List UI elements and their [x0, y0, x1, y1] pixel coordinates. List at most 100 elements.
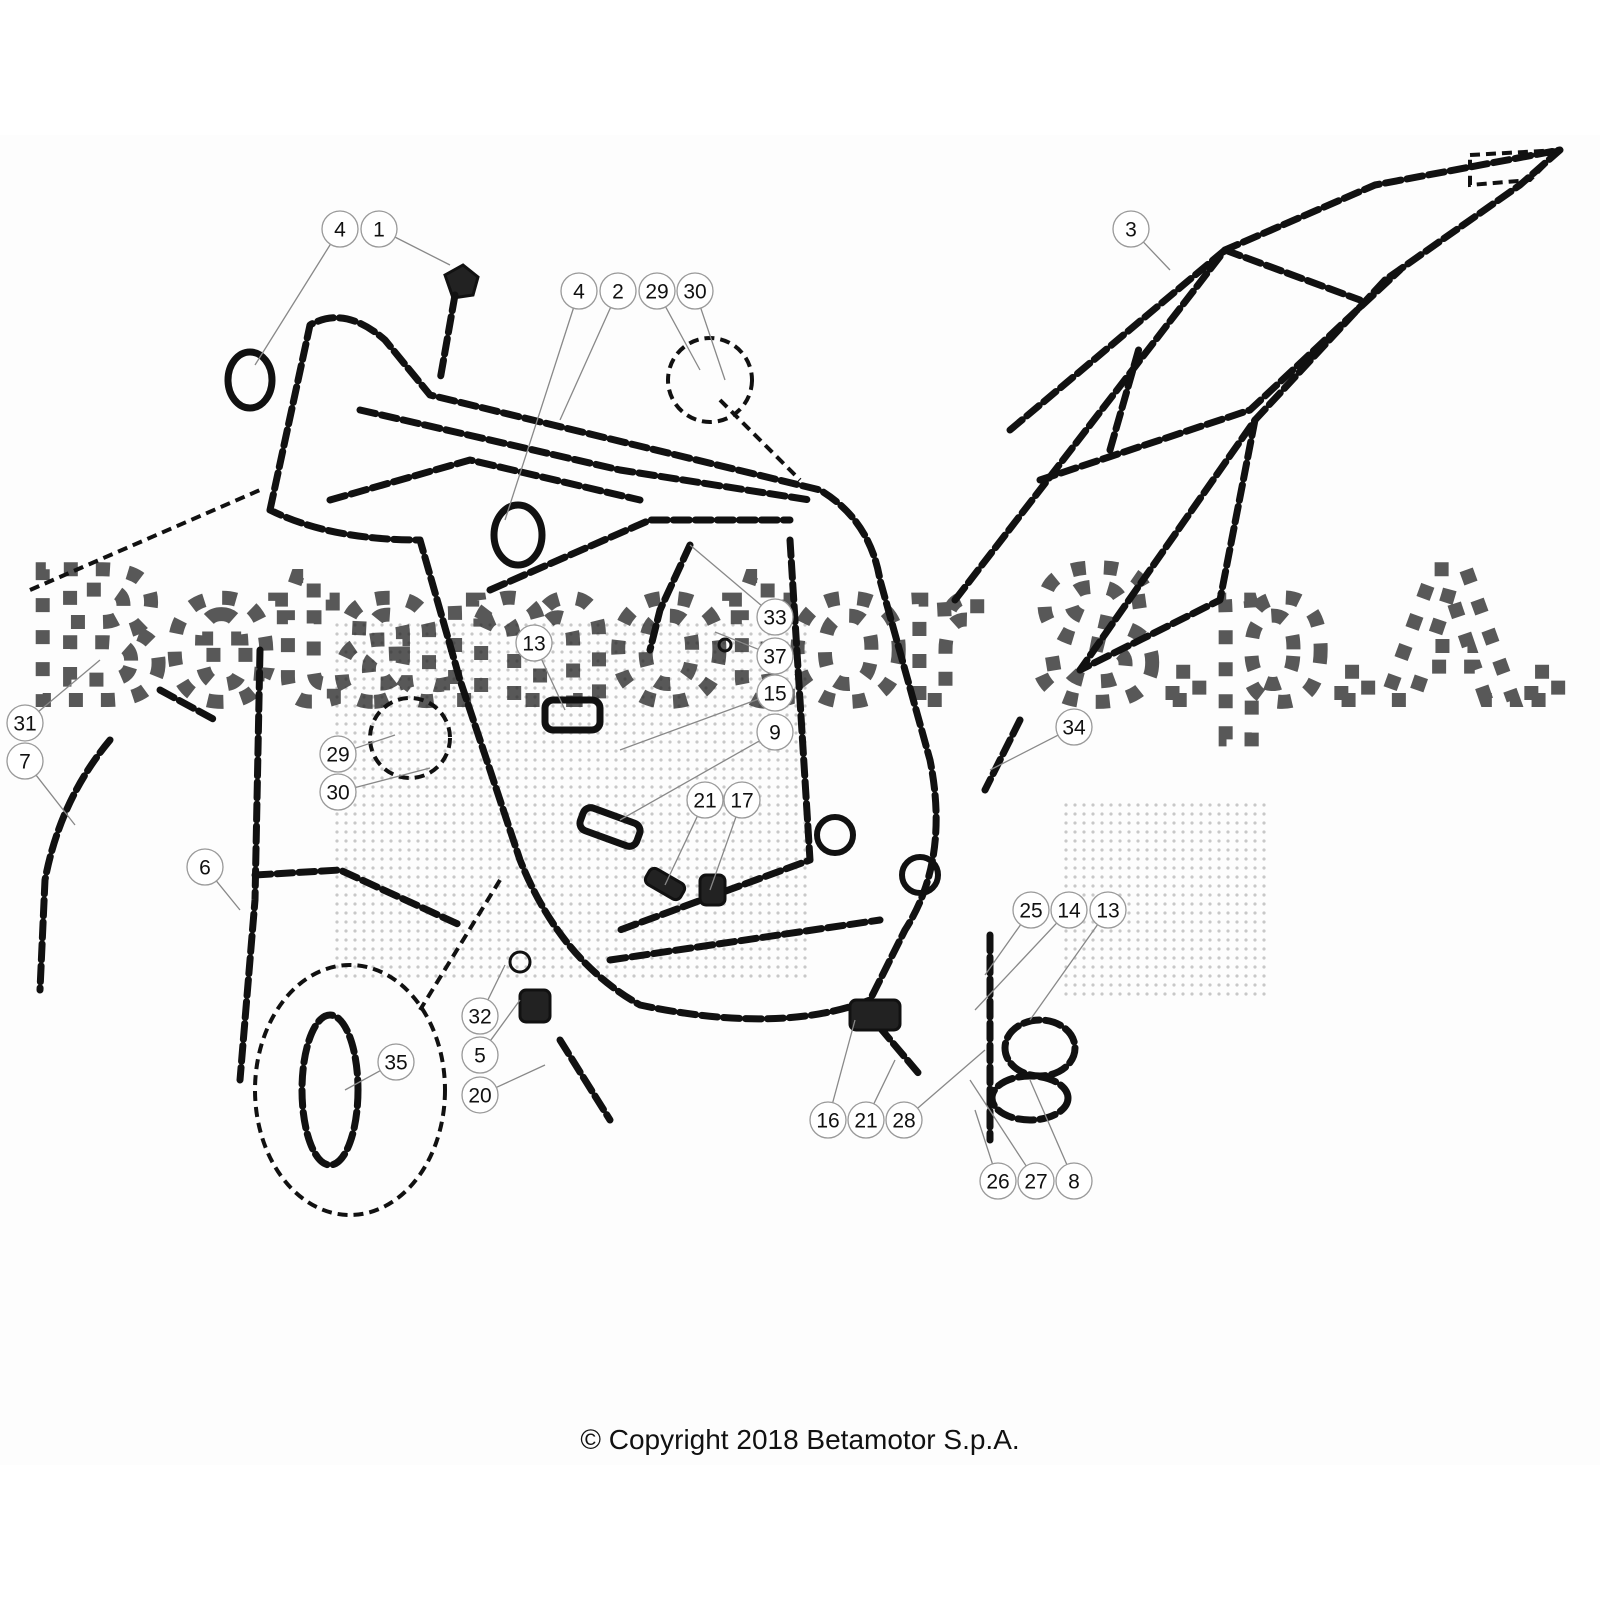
callout-label: 31 [13, 713, 36, 736]
callout-label: 3 [1125, 219, 1137, 242]
callout-label: 29 [326, 744, 349, 767]
callout-label: 8 [1068, 1171, 1080, 1194]
callout-leader-line [344, 1070, 381, 1091]
part-callout-30[interactable]: 30 [319, 773, 357, 811]
part-callout-8[interactable]: 8 [1055, 1162, 1093, 1200]
callout-label: 5 [474, 1045, 486, 1068]
callout-leader-line [1029, 1079, 1068, 1165]
callout-leader-line [714, 631, 759, 650]
callout-label: 4 [573, 281, 585, 304]
callout-leader-line [394, 236, 451, 266]
callout-label: 37 [763, 646, 786, 669]
part-callout-15[interactable]: 15 [756, 674, 794, 712]
part-callout-28[interactable]: 28 [885, 1101, 923, 1139]
callout-circle [321, 210, 359, 248]
part-callout-4[interactable]: 4 [560, 272, 598, 310]
part-callout-20[interactable]: 20 [461, 1076, 499, 1114]
loose-parts [36, 646, 1079, 1217]
callout-circle [1055, 1162, 1093, 1200]
callout-leader-line [354, 734, 396, 749]
part-callout-21[interactable]: 21 [847, 1101, 885, 1139]
callout-circle [461, 1036, 499, 1074]
callout-label: 14 [1057, 900, 1081, 923]
part-callout-4[interactable]: 4 [321, 210, 359, 248]
callout-circle [1012, 891, 1050, 929]
callout-circle [809, 1101, 847, 1139]
callout-leader-line [873, 1059, 896, 1105]
part-callout-17[interactable]: 17 [723, 781, 761, 819]
callout-leader-line [38, 659, 101, 712]
part-callout-13[interactable]: 13 [515, 624, 553, 662]
callout-label: 33 [763, 607, 786, 630]
callout-circle [756, 598, 794, 636]
callout-circle [723, 781, 761, 819]
callout-leader-line [700, 307, 726, 381]
part-callout-2[interactable]: 2 [599, 272, 637, 310]
callout-label: 6 [199, 857, 211, 880]
part-callout-32[interactable]: 32 [461, 997, 499, 1035]
callout-leader-line [969, 1079, 1027, 1167]
callout-leader-line [709, 816, 737, 891]
callout-leader-line [665, 306, 701, 371]
callout-circle [1112, 210, 1150, 248]
callout-label: 17 [730, 790, 753, 813]
callout-leader-line [664, 816, 698, 886]
callout-label: 9 [769, 722, 781, 745]
part-callout-1[interactable]: 1 [360, 210, 398, 248]
part-callout-26[interactable]: 26 [979, 1162, 1017, 1200]
part-callout-35[interactable]: 35 [377, 1043, 415, 1081]
part-callout-30[interactable]: 30 [676, 272, 714, 310]
callout-circle [461, 997, 499, 1035]
callout-leader-line [490, 999, 521, 1041]
part-callout-16[interactable]: 16 [809, 1101, 847, 1139]
part-callout-29[interactable]: 29 [638, 272, 676, 310]
callout-label: 26 [986, 1171, 1009, 1194]
callout-label: 30 [683, 281, 706, 304]
part-callout-6[interactable]: 6 [186, 848, 224, 886]
callout-circle [319, 773, 357, 811]
part-callout-34[interactable]: 34 [1055, 708, 1093, 746]
callout-circle [186, 848, 224, 886]
callout-leader-line [1142, 241, 1171, 271]
part-callout-31[interactable]: 31 [6, 704, 44, 742]
callout-circle [756, 713, 794, 751]
callout-label: 21 [854, 1110, 877, 1133]
part-callout-25[interactable]: 25 [1012, 891, 1050, 929]
callout-label: 34 [1062, 717, 1086, 740]
part-callout-13[interactable]: 13 [1089, 891, 1127, 929]
callout-label: 15 [763, 683, 786, 706]
callout-label: 21 [693, 790, 716, 813]
callout-circle [1017, 1162, 1055, 1200]
part-callout-14[interactable]: 14 [1050, 891, 1088, 929]
part-callout-5[interactable]: 5 [461, 1036, 499, 1074]
callout-leader-line [559, 307, 612, 421]
part-callout-33[interactable]: 33 [756, 598, 794, 636]
callout-leader-line [689, 544, 762, 606]
part-callout-3[interactable]: 3 [1112, 210, 1150, 248]
part-callout-29[interactable]: 29 [319, 735, 357, 773]
part-callout-7[interactable]: 7 [6, 742, 44, 780]
callout-label: 28 [892, 1110, 915, 1133]
callout-leader-line [504, 307, 575, 521]
callout-leader-line [496, 1064, 546, 1089]
callout-label: 1 [373, 219, 385, 242]
callout-circle [756, 674, 794, 712]
callout-circle [676, 272, 714, 310]
callout-circle [885, 1101, 923, 1139]
part-callout-27[interactable]: 27 [1017, 1162, 1055, 1200]
part-callout-21[interactable]: 21 [686, 781, 724, 819]
callout-label: 13 [522, 633, 545, 656]
part-callout-9[interactable]: 9 [756, 713, 794, 751]
callout-circle [1050, 891, 1088, 929]
callout-leader-line [1029, 924, 1099, 1021]
part-callout-37[interactable]: 37 [756, 637, 794, 675]
callout-leader-line [984, 924, 1022, 976]
callout-circle [1089, 891, 1127, 929]
callout-circle [599, 272, 637, 310]
callout-circle [1055, 708, 1093, 746]
callout-circle [560, 272, 598, 310]
callout-label: 13 [1096, 900, 1119, 923]
callout-label: 16 [816, 1110, 839, 1133]
